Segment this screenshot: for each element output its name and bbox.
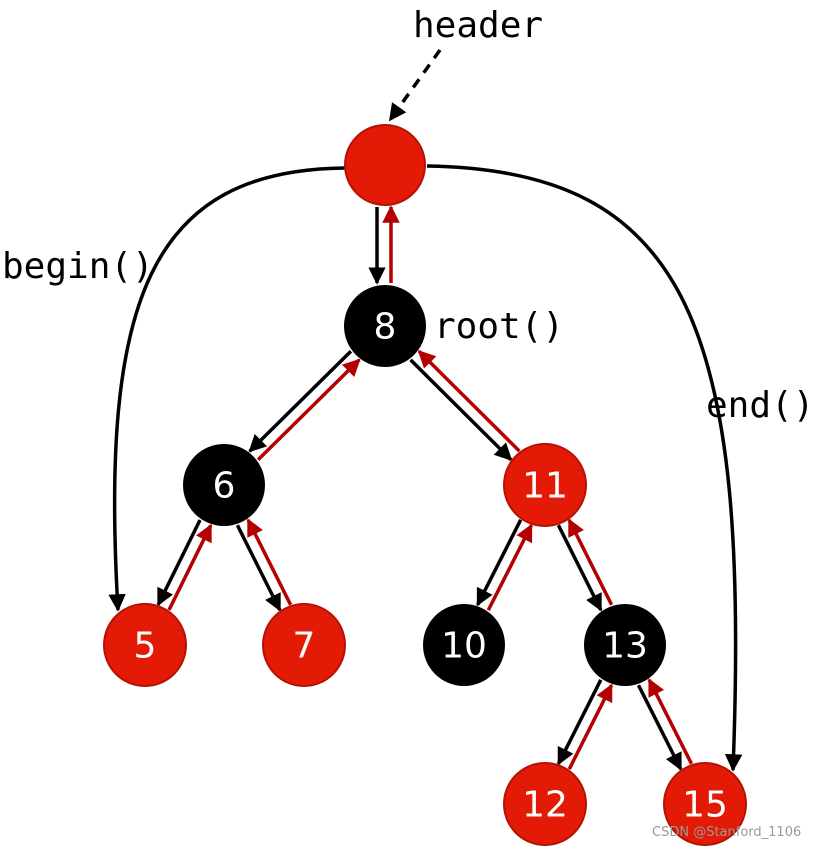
node-label-11: 11 xyxy=(522,466,568,507)
node-label-15: 15 xyxy=(682,785,728,826)
header-label: header xyxy=(413,5,543,46)
tree-node-15: 15 xyxy=(663,762,747,846)
edge-n6-to-n7 xyxy=(235,524,282,612)
node-label-7: 7 xyxy=(293,626,316,667)
tree-node-13: 13 xyxy=(584,604,666,686)
tree-node-6: 6 xyxy=(183,444,265,526)
tree-node-12: 12 xyxy=(503,762,587,846)
node-label-6: 6 xyxy=(213,466,236,507)
edge-n13-to-n15 xyxy=(636,684,683,771)
edge-n13-to-n12 xyxy=(556,679,603,766)
tree-node-5: 5 xyxy=(103,603,187,687)
node-label-10: 10 xyxy=(441,626,487,667)
tree-node-8: 8 xyxy=(344,285,426,367)
end-label: end() xyxy=(706,385,814,426)
node-label-13: 13 xyxy=(602,626,648,667)
edge-n8-to-n6 xyxy=(248,349,353,453)
edge-n11-to-n13 xyxy=(556,524,603,612)
watermark: CSDN @Stanford_1106 xyxy=(652,825,801,840)
edge-n11-to-n10 xyxy=(476,519,523,607)
header-pointer-arrow xyxy=(388,48,442,122)
end-arrow xyxy=(426,164,743,772)
root-label: root() xyxy=(434,306,564,347)
edge-n11-to-parent-n8 xyxy=(417,350,521,453)
edge-n15-to-parent-n13 xyxy=(647,678,694,765)
node-label-12: 12 xyxy=(522,785,568,826)
tree-node-7: 7 xyxy=(262,603,346,687)
edge-n6-to-n5 xyxy=(156,519,202,607)
edge-n13-to-parent-n11 xyxy=(567,518,614,606)
tree-node-11: 11 xyxy=(503,443,587,527)
edge-n5-to-parent-n6 xyxy=(167,523,213,611)
edge-n10-to-parent-n11 xyxy=(486,523,533,611)
tree-node-header xyxy=(344,124,426,206)
begin-label: begin() xyxy=(2,246,154,287)
tree-node-10: 10 xyxy=(423,604,505,686)
node-label-5: 5 xyxy=(134,626,157,667)
begin-arrow xyxy=(108,166,346,612)
edge-n6-to-parent-n8 xyxy=(256,358,361,462)
edge-n7-to-parent-n6 xyxy=(246,518,293,606)
edge-n8-to-n11 xyxy=(409,358,513,461)
tree-edges xyxy=(156,349,694,771)
edge-n12-to-parent-n13 xyxy=(567,683,614,770)
node-label-8: 8 xyxy=(374,307,397,348)
